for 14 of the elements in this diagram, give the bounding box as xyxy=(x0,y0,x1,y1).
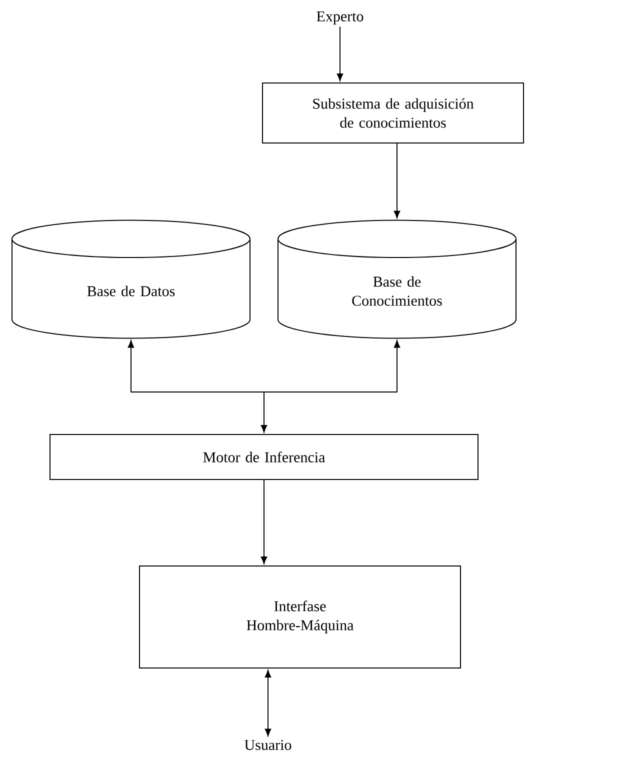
arrow xyxy=(260,392,268,432)
plain-label: Usuario xyxy=(244,740,292,750)
arrow xyxy=(260,480,268,564)
arrow xyxy=(394,143,400,218)
process-box: Subsistema de adquisición de conocimientos xyxy=(262,82,524,144)
plain-label: Experto xyxy=(316,11,364,24)
arrow xyxy=(336,26,344,81)
arrow xyxy=(128,340,264,392)
process-box: Interfase Hombre-Máquina xyxy=(139,566,461,668)
database-cylinder: Base de Conocimientos xyxy=(278,220,516,339)
arrow xyxy=(264,670,272,736)
arrow xyxy=(264,340,400,392)
process-box: Motor de Inferencia xyxy=(50,434,478,480)
database-cylinder: Base de Datos xyxy=(12,220,250,339)
